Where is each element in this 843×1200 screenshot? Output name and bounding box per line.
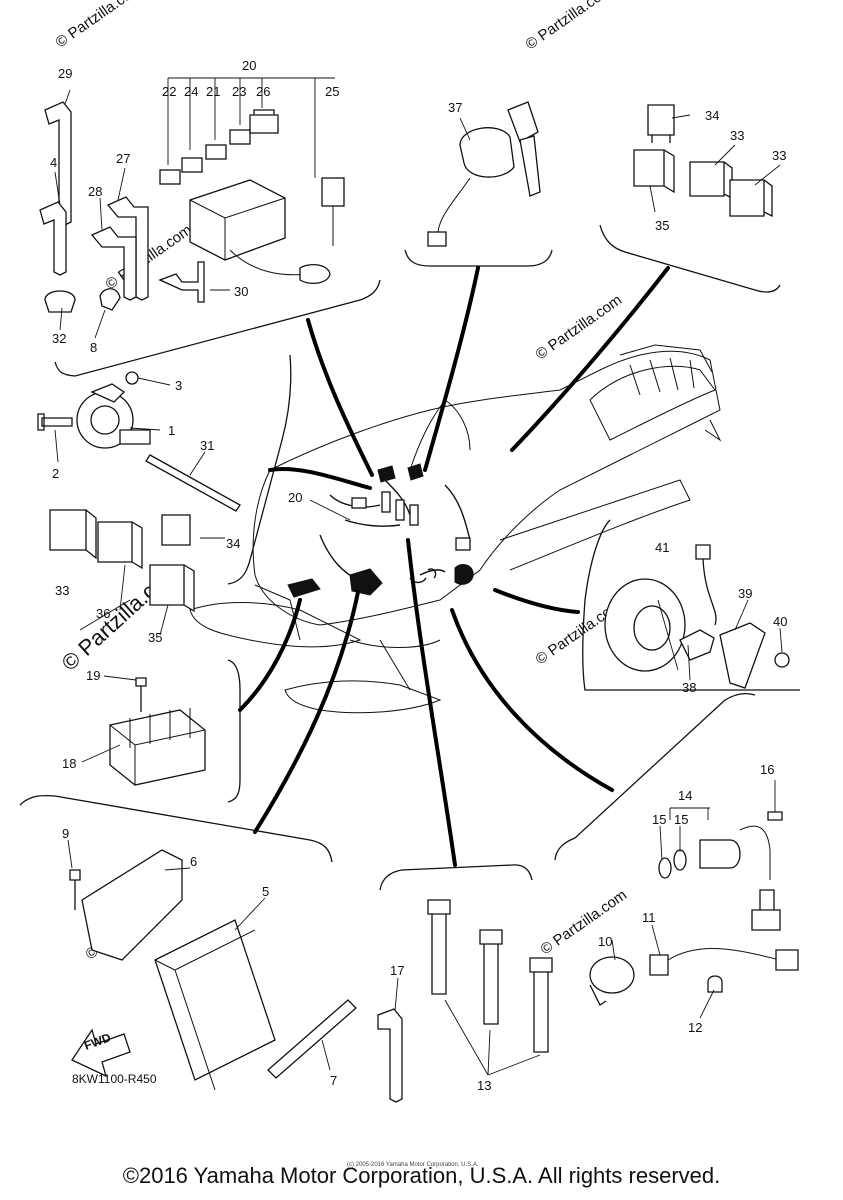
callout: 11 [642, 910, 656, 925]
callout: 32 [52, 331, 66, 346]
callout: 26 [256, 84, 270, 99]
callout: 8 [90, 340, 97, 355]
callout: 18 [62, 756, 76, 771]
callout: 33 [772, 148, 786, 163]
fuse-box-group [39, 77, 345, 313]
callout: 35 [148, 630, 162, 645]
callout: 19 [86, 668, 100, 683]
callout: 35 [655, 218, 669, 233]
callout: 34 [226, 536, 240, 551]
pointer-lines [238, 266, 670, 867]
callout: 2 [52, 466, 59, 481]
watermark: © Partzilla.com [53, 0, 146, 51]
relay-group-left [49, 509, 195, 613]
snowmobile-outline [189, 344, 722, 714]
main-switch-group [427, 101, 541, 247]
callout: 7 [330, 1073, 337, 1088]
callout: 23 [232, 84, 246, 99]
callout: 20 [242, 58, 256, 73]
callout: 9 [62, 826, 69, 841]
speed-sensor-group [604, 544, 790, 689]
callout: 38 [682, 680, 696, 695]
callout: 27 [116, 151, 130, 166]
watermark: © Partzilla.com [538, 886, 631, 958]
reference-code: 8KW1100-R450 [72, 1072, 157, 1086]
callout: 28 [88, 184, 102, 199]
callout: 25 [325, 84, 339, 99]
copyright-footer: ©2016 Yamaha Motor Corporation, U.S.A. A… [122, 1163, 721, 1188]
callout: 29 [58, 66, 72, 81]
group-brackets [19, 224, 800, 891]
callout: 10 [598, 934, 612, 949]
callout: 33 [730, 128, 744, 143]
callout: 34 [705, 108, 719, 123]
watermark: © Partzilla.com [533, 291, 626, 363]
leader-lines [54, 89, 783, 1071]
callout-labels: 1 2 3 4 5 6 7 8 9 10 11 12 13 14 15 15 1… [50, 58, 787, 1093]
watermark: © Partzilla.com [523, 0, 616, 53]
horn-group [37, 371, 241, 512]
pressure-sensor-group [589, 807, 799, 1006]
callout: 33 [55, 583, 69, 598]
callout: 40 [773, 614, 787, 629]
callout: 4 [50, 155, 57, 170]
callout: 31 [200, 438, 214, 453]
callout: 13 [477, 1078, 491, 1093]
callout: 6 [190, 854, 197, 869]
callout: 21 [206, 84, 220, 99]
callout: 17 [390, 963, 404, 978]
callout: 15 [674, 812, 688, 827]
ignition-coil-group [377, 899, 553, 1103]
callout: 12 [688, 1020, 702, 1035]
ecu-group [69, 849, 357, 1091]
callout: 24 [184, 84, 198, 99]
callout: 15 [652, 812, 666, 827]
callout: 39 [738, 586, 752, 601]
callout: 1 [168, 423, 175, 438]
relay-group-top [633, 104, 773, 218]
callout: 3 [175, 378, 182, 393]
tiny-copyright-note: (c) 2005-2016 Yamaha Motor Corporation, … [347, 1162, 479, 1168]
callout: 5 [262, 884, 269, 899]
callout: 36 [96, 606, 110, 621]
callout: 37 [448, 100, 462, 115]
callout: 41 [655, 540, 669, 555]
callout: 16 [760, 762, 774, 777]
callout: 14 [678, 788, 692, 803]
callout: 30 [234, 284, 248, 299]
rectifier-group [109, 677, 206, 786]
callout: 22 [162, 84, 176, 99]
callout: 20 [288, 490, 302, 505]
